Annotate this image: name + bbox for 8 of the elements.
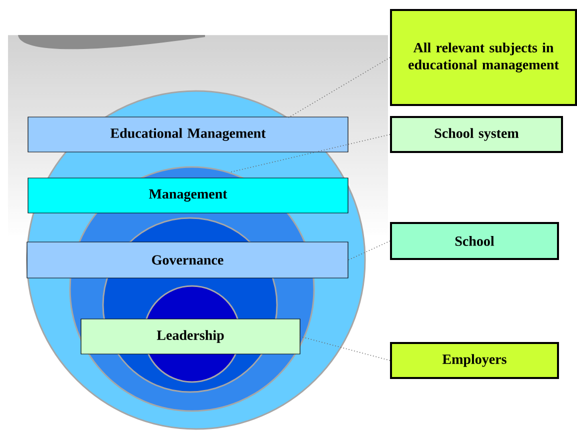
- label-box: School system: [390, 116, 563, 153]
- label-box: School: [390, 222, 559, 260]
- leader-line: [300, 336, 390, 361]
- leader-line: [230, 134, 390, 173]
- label-box: Employers: [390, 342, 559, 379]
- label-box: All relevant subjects in educational management: [390, 9, 577, 106]
- leader-line: [288, 57, 390, 118]
- leader-line: [348, 240, 390, 260]
